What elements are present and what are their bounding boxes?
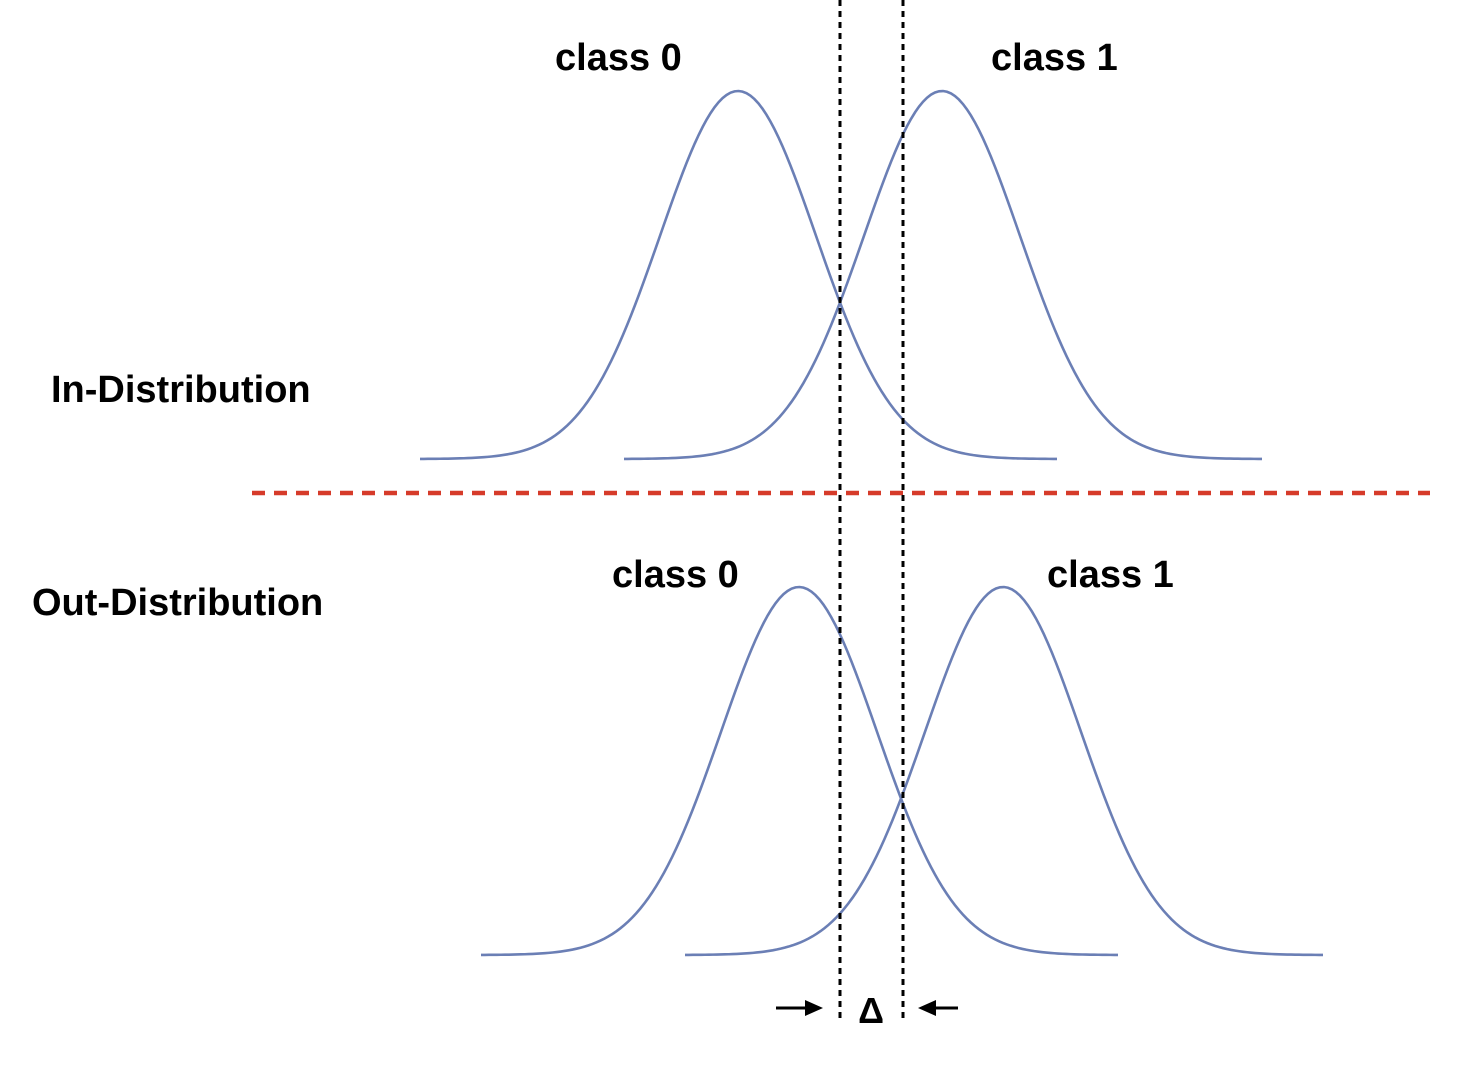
in-distribution-label: In-Distribution bbox=[51, 369, 311, 411]
out-class1-label: class 1 bbox=[1047, 554, 1174, 596]
delta-label: Δ bbox=[858, 990, 884, 1031]
shift-arrow-right bbox=[918, 1000, 958, 1016]
in-class1-label: class 1 bbox=[991, 37, 1118, 79]
out-class0-curve bbox=[480, 585, 1119, 957]
out-class0-label: class 0 bbox=[612, 554, 739, 596]
in-class0-curve bbox=[419, 89, 1058, 461]
out-class1-curve bbox=[684, 585, 1324, 957]
out-distribution-label: Out-Distribution bbox=[32, 582, 323, 624]
shift-arrow-left bbox=[776, 1000, 823, 1016]
in-class0-label: class 0 bbox=[555, 37, 682, 79]
in-class1-curve bbox=[623, 89, 1263, 461]
